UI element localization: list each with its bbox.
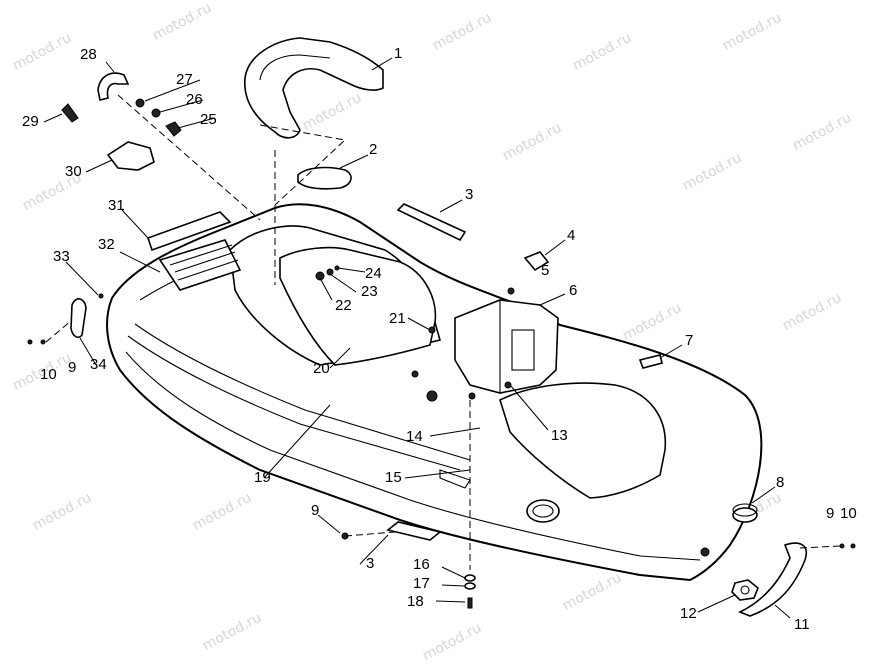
rivet-10a: [27, 339, 33, 345]
washer-23: [326, 268, 334, 276]
callout-25: 25: [200, 111, 217, 128]
rivet-33: [98, 293, 104, 299]
callout-33: 33: [53, 248, 70, 265]
callout-34: 34: [90, 356, 107, 373]
callout-9-right: 9: [826, 505, 835, 522]
callout-31: 31: [108, 197, 125, 214]
callout-12: 12: [680, 605, 697, 622]
bumper-part: [738, 542, 807, 617]
trim-strip-upper: [396, 203, 467, 242]
grille-part: [158, 239, 242, 291]
callout-32: 32: [98, 236, 115, 253]
washer-17: [464, 582, 476, 590]
leader-lines: [43, 57, 791, 619]
bracket-part: [523, 251, 550, 272]
nut-25: [165, 121, 182, 137]
fitting-part: [106, 141, 155, 171]
callout-8: 8: [776, 474, 785, 491]
callout-13: 13: [551, 427, 568, 444]
trim-strip-lower: [386, 521, 442, 541]
callout-11: 11: [794, 616, 810, 633]
washer-16: [464, 574, 476, 582]
strip-31-part: [146, 211, 232, 252]
callout-3-upper: 3: [465, 186, 474, 203]
callout-28: 28: [80, 46, 97, 63]
callout-29: 29: [22, 113, 39, 130]
callout-15: 15: [385, 469, 402, 486]
callout-16: 16: [413, 556, 430, 573]
drain-plug-part: [732, 503, 758, 523]
callout-19: 19: [254, 469, 271, 486]
callout-7: 7: [685, 332, 694, 349]
callout-9-left: 9: [68, 359, 77, 376]
rivet-10b: [850, 543, 856, 549]
callout-26: 26: [186, 91, 203, 108]
callout-21: 21: [389, 310, 406, 327]
callout-4: 4: [567, 227, 576, 244]
callout-10-left: 10: [40, 366, 57, 383]
callout-20: 20: [313, 360, 330, 377]
callout-9-bottom: 9: [311, 502, 320, 519]
callout-14: 14: [406, 428, 423, 445]
callout-2: 2: [369, 141, 378, 158]
callout-3-lower: 3: [366, 555, 375, 572]
assembly-lines: [45, 94, 841, 570]
callout-22: 22: [335, 297, 352, 314]
fitting-27: [135, 98, 145, 108]
handle-bar-part: [244, 37, 384, 139]
hose-elbow-part: [97, 72, 130, 101]
callout-5: 5: [541, 262, 550, 279]
washer-26: [151, 108, 161, 118]
grip-34-part: [70, 298, 87, 338]
nut-part: [731, 579, 759, 601]
callout-24: 24: [365, 265, 382, 282]
callout-18: 18: [407, 593, 424, 610]
decal-part: [638, 354, 663, 369]
washer-22: [315, 271, 325, 281]
callout-27: 27: [176, 71, 193, 88]
callout-6: 6: [569, 282, 578, 299]
callout-17: 17: [413, 575, 430, 592]
callout-10-right: 10: [840, 505, 857, 522]
bolt-18: [467, 597, 473, 609]
grip-pad-part: [297, 166, 352, 190]
callout-1: 1: [394, 45, 403, 62]
screw-29: [61, 103, 79, 123]
callout-30: 30: [65, 163, 82, 180]
screw-part: [507, 287, 515, 295]
rivet-9a: [40, 339, 46, 345]
rivet-9b: [839, 543, 845, 549]
callout-23: 23: [361, 283, 378, 300]
